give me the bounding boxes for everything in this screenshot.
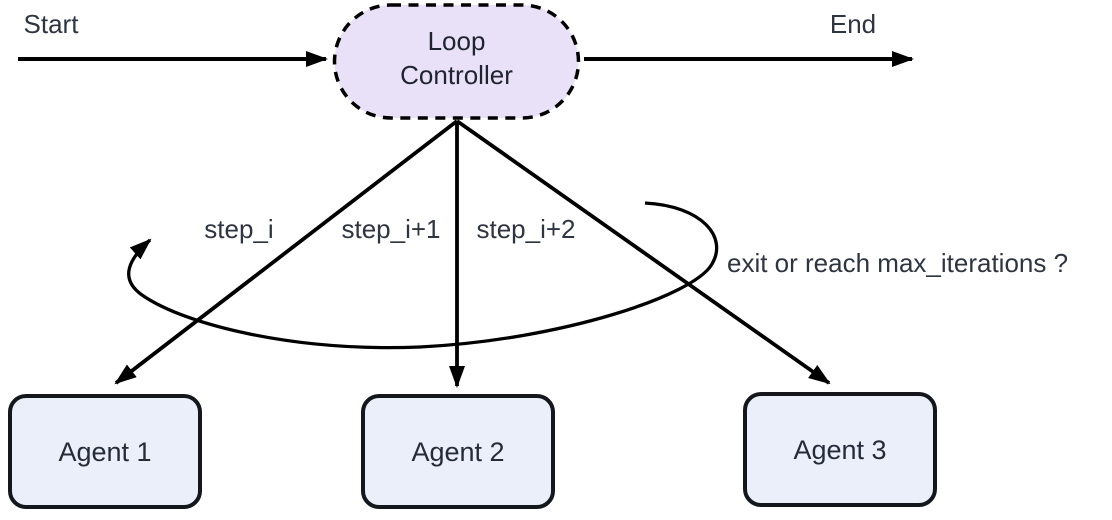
agent-1-node: [8, 394, 202, 509]
edge-step-i: [114, 119, 459, 385]
step-i-label: step_i: [204, 214, 273, 244]
start-label: Start: [24, 9, 80, 39]
loop-controller-label-line1: Loop: [428, 26, 486, 56]
agent-3-label: Agent 3: [793, 435, 886, 465]
loop-controller-node: [332, 3, 581, 120]
agent-1-label: Agent 1: [58, 437, 151, 467]
exit-condition-label: exit or reach max_iterations ?: [727, 248, 1068, 278]
agent-3-node: [743, 392, 937, 507]
iteration-loop-arc: [127, 201, 719, 350]
agent-2-label: Agent 2: [411, 437, 504, 467]
loop-controller-label-line2: Controller: [400, 60, 513, 90]
agent-2-node: [361, 394, 555, 509]
edge-step-i2: [455, 119, 831, 385]
end-label: End: [830, 9, 876, 39]
step-i1-label: step_i+1: [341, 214, 440, 244]
step-i2-label: step_i+2: [476, 214, 575, 244]
